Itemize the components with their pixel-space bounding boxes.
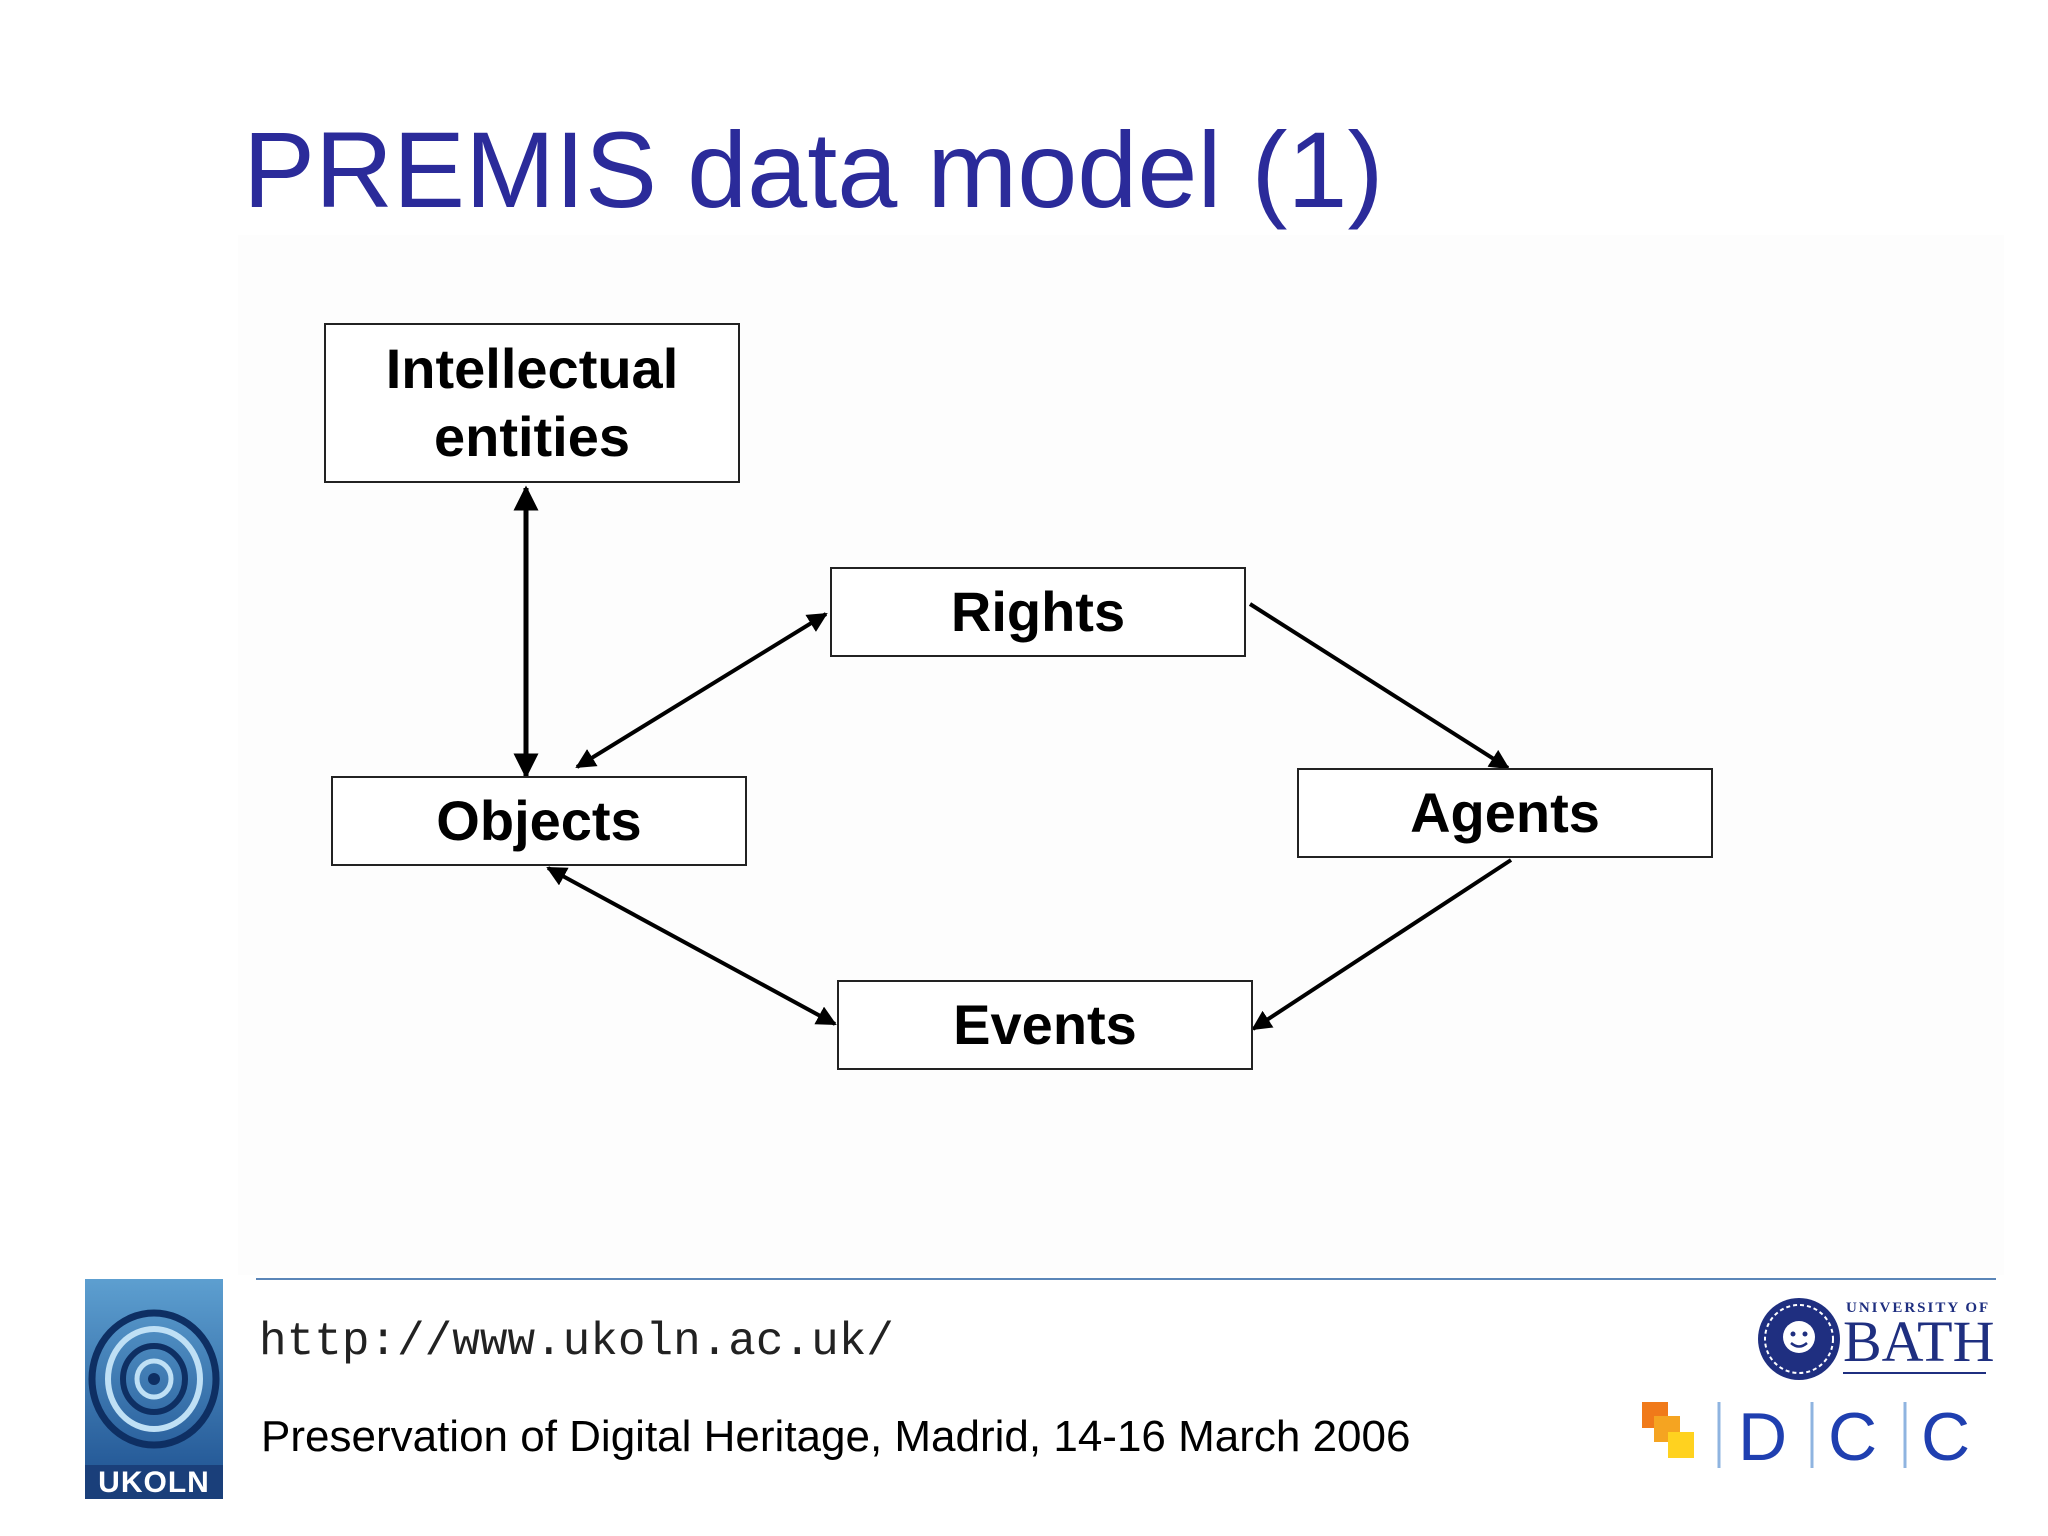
dcc-squares-icon [1642, 1402, 1694, 1458]
footer-divider [256, 1278, 1996, 1280]
node-intellectual-entities: Intellectual entities [324, 323, 740, 483]
dcc-logo: D C C [1717, 1399, 1970, 1472]
node-intellectual-entities-line1: Intellectual [385, 336, 679, 400]
node-rights: Rights [830, 567, 1246, 657]
node-events-label: Events [953, 992, 1137, 1056]
slide-title: PREMIS data model (1) [243, 109, 1384, 230]
footer-event-caption: Preservation of Digital Heritage, Madrid… [261, 1412, 1411, 1461]
edge-rights-agents [1248, 602, 1510, 770]
dcc-logo-letter-c1: C [1828, 1399, 1877, 1472]
edge-objects-events [546, 866, 837, 1026]
node-intellectual-entities-line2: entities [433, 405, 631, 468]
university-seal-icon [1758, 1298, 1840, 1380]
node-rights-label: Rights [950, 579, 1126, 643]
bath-logo-name: BATH [1843, 1309, 1995, 1374]
footer-url[interactable]: http://www.ukoln.ac.uk/ [259, 1316, 894, 1368]
edge-objects-rights [575, 612, 828, 769]
ukoln-logo [85, 1279, 223, 1499]
dcc-logo-letter-c2: C [1921, 1399, 1970, 1472]
node-events: Events [837, 980, 1253, 1070]
bath-logo-caption: UNIVERSITY OF [1846, 1300, 1991, 1316]
node-objects-label: Objects [436, 788, 642, 852]
node-agents-label: Agents [1410, 780, 1600, 844]
bath-logo-underline [1843, 1372, 1986, 1374]
ukoln-logo-text: UKOLN [98, 1466, 210, 1499]
node-objects: Objects [331, 776, 747, 866]
edge-agents-events [1251, 858, 1513, 1031]
dcc-logo-text: D [1738, 1399, 1787, 1472]
node-agents: Agents [1297, 768, 1713, 858]
